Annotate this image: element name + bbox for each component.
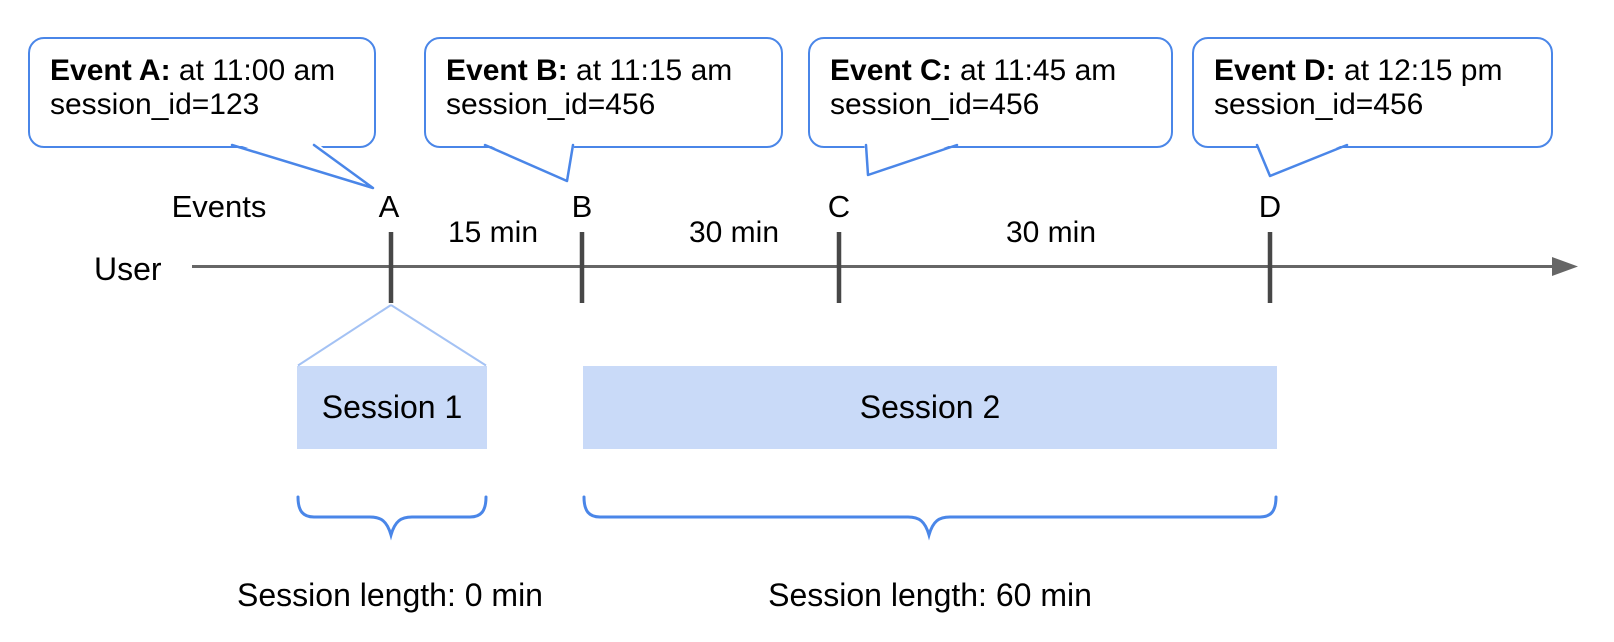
session-1-length-label: Session length: 0 min [237,577,543,613]
event-d-title: Event D: [1214,54,1336,87]
events-label: Events [171,189,267,224]
speech-bubble-event-a: Event A: at 11:00 am session_id=123 [28,37,376,148]
funnel-line-right [390,304,487,367]
event-d-line1: Event D: at 12:15 pm [1214,54,1543,88]
event-b-title: Event B: [446,54,568,87]
interval-label-b-c: 30 min [688,216,780,249]
interval-label-c-d: 30 min [1005,216,1097,249]
event-a-line1: Event A: at 11:00 am [50,54,366,88]
speech-bubble-event-c: Event C: at 11:45 am session_id=456 [808,37,1173,148]
session-2-length-label: Session length: 60 min [768,577,1092,613]
event-letter-c: C [827,189,851,224]
interval-label-a-b: 15 min [447,216,539,249]
speech-tail-a [230,142,375,190]
event-b-line1: Event B: at 11:15 am [446,54,773,88]
event-letter-d: D [1258,189,1282,224]
event-c-session-id: session_id=456 [830,88,1040,121]
event-b-time: at 11:15 am [576,54,733,87]
event-c-title: Event C: [830,54,952,87]
event-a-session-id: session_id=123 [50,88,260,121]
session-1-box: Session 1 [297,366,487,449]
event-letter-a: A [378,189,400,224]
event-c-time: at 11:45 am [960,54,1117,87]
speech-bubble-event-d: Event D: at 12:15 pm session_id=456 [1192,37,1553,148]
event-a-time: at 11:00 am [178,54,336,87]
timeline-arrowhead-icon [1552,257,1578,276]
session-2-label: Session 2 [859,389,1001,425]
session-1-label: Session 1 [321,389,463,425]
event-b-session-id: session_id=456 [446,88,656,121]
session-2-box: Session 2 [583,366,1277,449]
funnel-line-left [297,304,392,367]
event-d-session-id: session_id=456 [1214,88,1424,121]
event-letter-b: B [571,189,593,224]
speech-bubble-event-b: Event B: at 11:15 am session_id=456 [424,37,783,148]
brace-session-1 [296,495,488,541]
user-label: User [94,251,162,287]
brace-session-2 [582,495,1278,541]
event-c-line1: Event C: at 11:45 am [830,54,1163,88]
event-a-title: Event A: [50,54,171,87]
event-d-time: at 12:15 pm [1344,54,1503,87]
speech-tail-b [483,142,575,183]
